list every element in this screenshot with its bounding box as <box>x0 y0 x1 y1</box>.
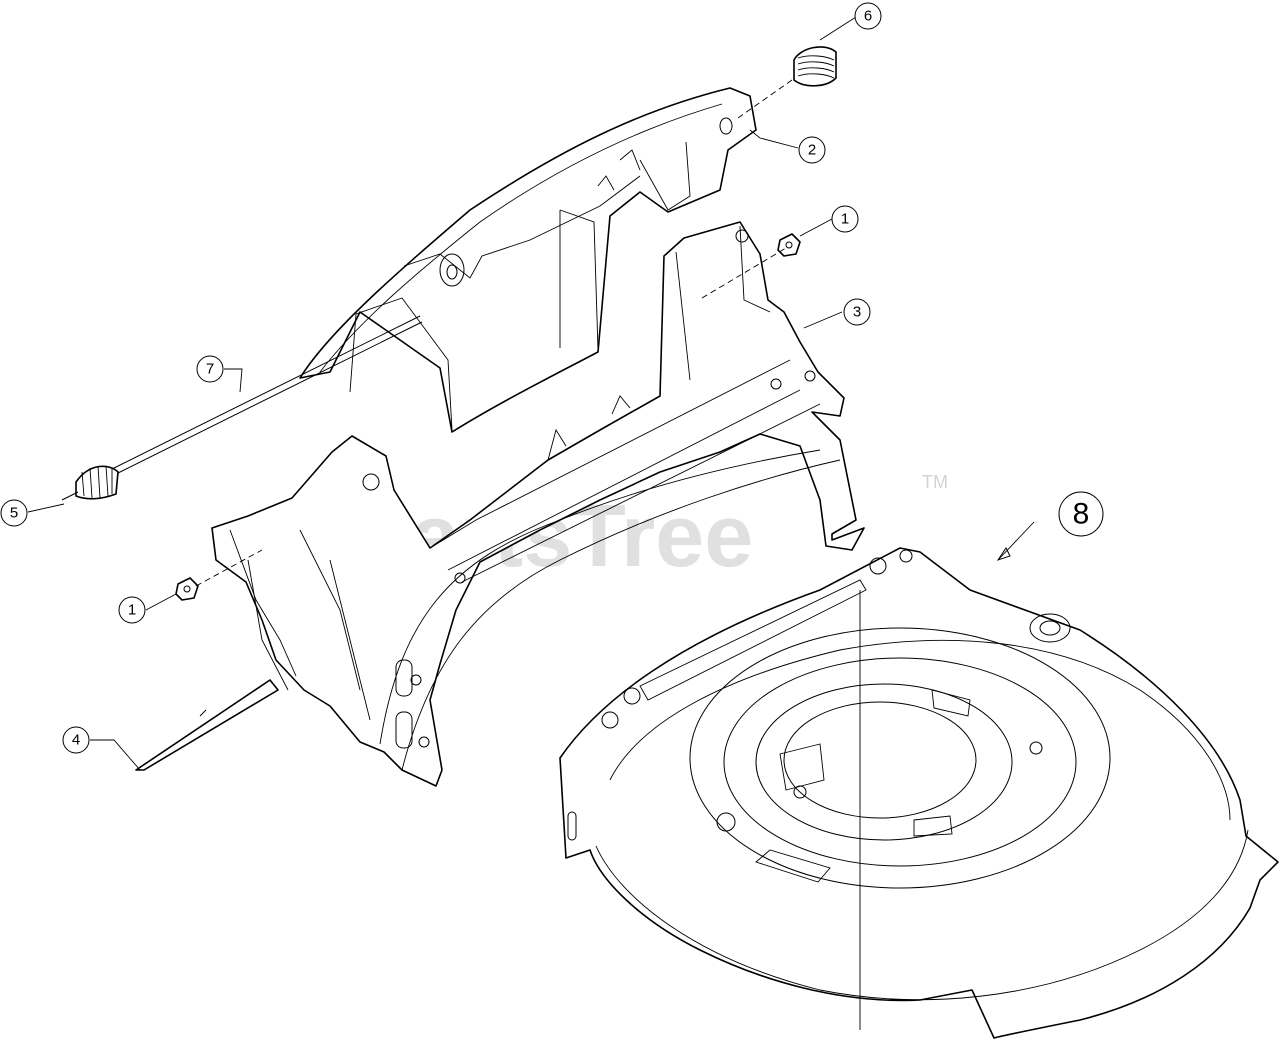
callout-3-label: 3 <box>853 304 861 321</box>
spring-part-6[interactable] <box>793 46 837 87</box>
mower-deck-part-8[interactable] <box>559 547 1279 1039</box>
rod-part-4[interactable] <box>135 679 279 771</box>
callout-1-upper-label: 1 <box>841 211 849 228</box>
callout-5[interactable]: 5 <box>0 499 28 527</box>
callout-1-upper[interactable]: 1 <box>831 205 859 233</box>
cable-part-7[interactable] <box>109 315 423 477</box>
nut-part-1-lower[interactable] <box>175 577 199 601</box>
callout-4-label: 4 <box>72 732 80 749</box>
callout-2[interactable]: 2 <box>798 136 826 164</box>
callout-7[interactable]: 7 <box>196 355 224 383</box>
callout-1-lower[interactable]: 1 <box>118 596 146 624</box>
callout-2-label: 2 <box>808 142 816 159</box>
callout-8-label: 8 <box>1073 498 1090 531</box>
watermark-trademark: TM <box>922 472 948 492</box>
callout-7-label: 7 <box>206 361 214 378</box>
callout-1-lower-label: 1 <box>128 602 136 619</box>
callout-4[interactable]: 4 <box>62 726 90 754</box>
callout-6-label: 6 <box>864 8 872 25</box>
rear-frame-part-3[interactable] <box>211 221 865 787</box>
callout-6[interactable]: 6 <box>854 2 882 30</box>
callout-5-label: 5 <box>10 505 18 522</box>
nut-part-1-upper[interactable] <box>777 233 801 257</box>
callout-3[interactable]: 3 <box>843 298 871 326</box>
spring-part-5[interactable] <box>61 465 119 501</box>
assembly-lines <box>195 79 793 587</box>
rear-flap-part-2[interactable] <box>299 87 757 433</box>
leader-lines <box>27 16 1035 771</box>
callout-8[interactable]: 8 <box>1058 491 1104 537</box>
